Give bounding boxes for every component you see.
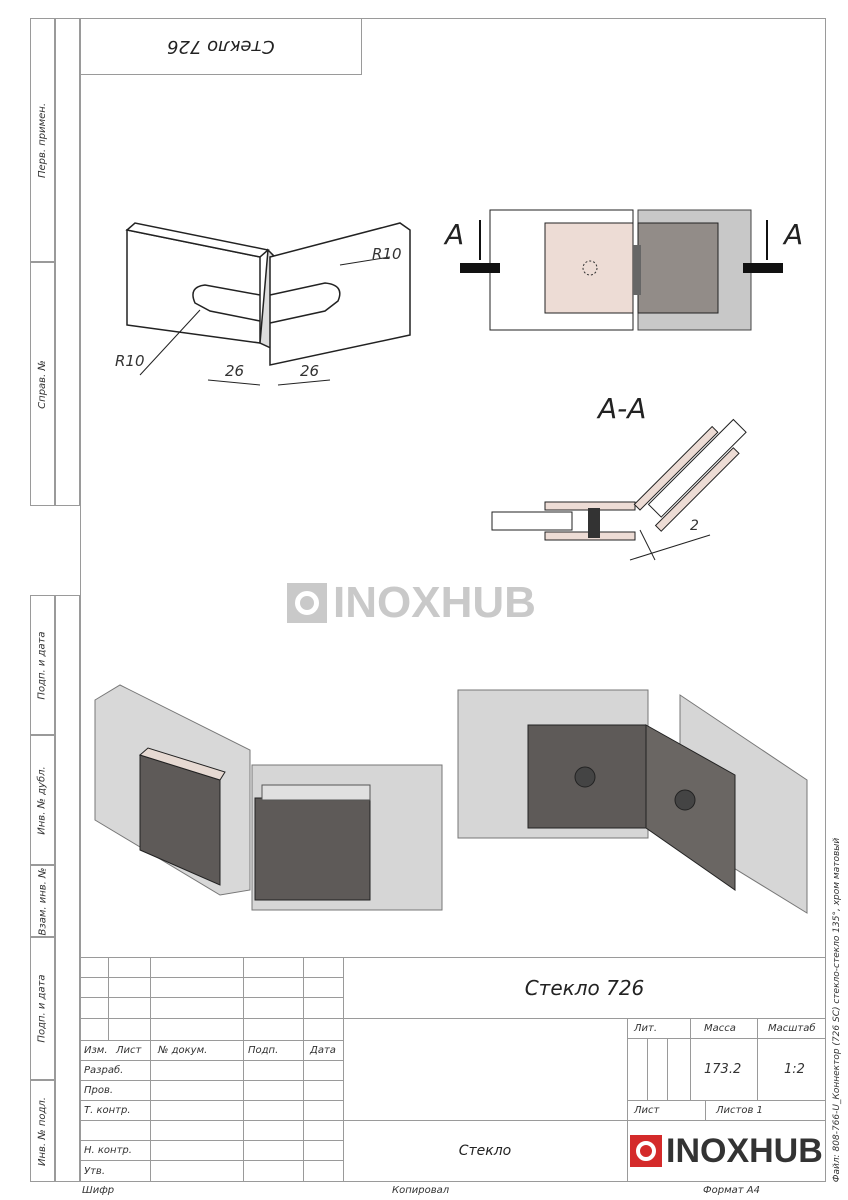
format-label: Формат А4 — [703, 1185, 760, 1196]
dimension-label: 26 — [300, 362, 320, 380]
header-list: Лист — [116, 1044, 142, 1056]
scale-label: Масштаб — [768, 1022, 816, 1034]
scale-value: 1:2 — [784, 1061, 805, 1077]
role-label: Н. контр. — [84, 1144, 132, 1156]
role-label: Утв. — [84, 1165, 105, 1177]
side-stamp: Подп. и дата — [30, 937, 55, 1080]
side-stamp-blank — [55, 595, 80, 1182]
copied-label: Копировал — [392, 1185, 450, 1196]
top-title-text: Стекло 726 — [167, 36, 275, 57]
role-label: Т. контр. — [84, 1104, 131, 1116]
section-title: A-A — [598, 392, 647, 425]
file-note: Файл: 808-766-U_Коннектор (726 SC) стекл… — [832, 837, 842, 1183]
side-stamp: Перв. примен. — [30, 18, 55, 262]
company-logo: INOXHUB — [630, 1125, 823, 1177]
radius-label: R10 — [372, 245, 402, 263]
drawing-title: Стекло 726 — [524, 975, 645, 1000]
front-view-drawing — [460, 209, 783, 331]
material-label: Стекло — [458, 1143, 512, 1159]
header-izm: Изм. — [84, 1044, 108, 1056]
mass-label: Масса — [704, 1022, 736, 1034]
dimension-label: 26 — [225, 362, 245, 380]
watermark: INOXHUB — [287, 578, 536, 628]
mass-value: 173.2 — [704, 1061, 742, 1077]
side-stamp: Подп. и дата — [30, 595, 55, 735]
cipher-label: Шифр — [82, 1185, 115, 1196]
inoxhub-logo-icon — [287, 583, 327, 623]
glass-cutout-drawing — [125, 222, 411, 386]
lit-label: Лит. — [634, 1022, 658, 1034]
header-date: Дата — [310, 1044, 336, 1056]
header-doc: № докум. — [158, 1044, 208, 1056]
title-block — [80, 957, 826, 1182]
section-view-drawing — [491, 418, 747, 561]
side-stamp: Взам. инв. № — [30, 865, 55, 937]
top-title-box: Стекло 726 — [80, 18, 362, 75]
side-stamp-blank — [55, 18, 80, 506]
sheets-label: Листов 1 — [716, 1104, 763, 1116]
section-mark: A — [445, 218, 465, 251]
side-stamp: Справ. № — [30, 262, 55, 506]
sheet-label: Лист — [634, 1104, 660, 1116]
isometric-view-left — [94, 684, 443, 911]
header-podp: Подп. — [248, 1044, 279, 1056]
isometric-view-right — [457, 689, 808, 914]
inoxhub-logo-icon — [630, 1135, 662, 1167]
role-label: Разраб. — [84, 1064, 124, 1076]
gap-dimension: 2 — [690, 518, 699, 534]
section-mark: A — [784, 218, 804, 251]
radius-label: R10 — [115, 352, 145, 370]
role-label: Пров. — [84, 1084, 114, 1096]
side-stamp: Инв. № подл. — [30, 1080, 55, 1182]
side-stamp: Инв. № дубл. — [30, 735, 55, 865]
